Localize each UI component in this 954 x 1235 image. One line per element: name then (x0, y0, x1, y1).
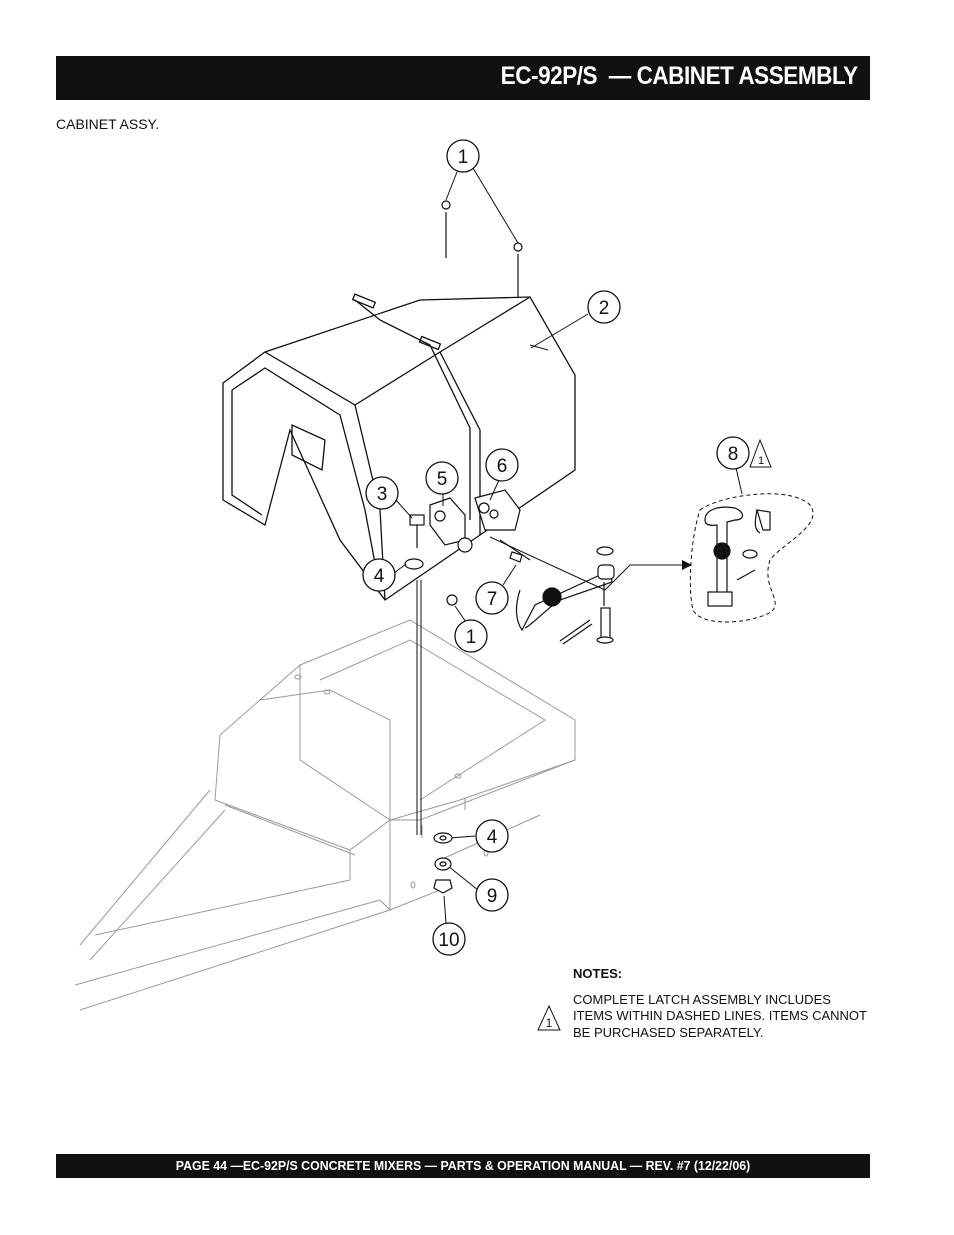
callout-7 (475, 581, 509, 615)
callout-8-triangle (749, 438, 772, 468)
callout-label: 2 (599, 298, 610, 319)
footer-text: PAGE 44 —EC-92P/S CONCRETE MIXERS — PART… (175, 1158, 751, 1173)
footer-bar: PAGE 44 —EC-92P/S CONCRETE MIXERS — PART… (56, 1154, 870, 1178)
cabinet-body (222, 293, 576, 601)
notes-heading: NOTES: (573, 966, 623, 981)
callout-label: 10 (438, 930, 459, 951)
callout-label: 4 (374, 566, 385, 587)
leader-lines (393, 167, 743, 924)
callout-2 (587, 290, 621, 324)
trailer-frame (74, 619, 576, 1011)
callout-label: 7 (487, 589, 498, 610)
bottom-hardware (433, 832, 453, 894)
callout-label: 8 (728, 444, 739, 465)
callout-10 (432, 922, 466, 956)
top-bolts (441, 200, 523, 298)
callout-9 (475, 878, 509, 912)
callout-label: 4 (487, 827, 498, 848)
callout-label: 1 (458, 147, 469, 168)
callout-8 (716, 436, 750, 470)
latch-kit (689, 493, 814, 623)
callout-label: 6 (497, 456, 508, 477)
callout-5 (425, 461, 459, 495)
callout-1-bottom (454, 619, 488, 653)
header-bar: EC-92P/S — CABINET ASSEMBLY (56, 56, 870, 100)
callout-label: 1 (758, 455, 764, 467)
callout-labels: 1 2 3 5 6 4 7 1 8 1 4 9 10 (374, 147, 764, 951)
notes-block: NOTES: COMPLETE LATCH ASSEMBLY INCLUDES … (573, 966, 873, 1041)
callout-label: 9 (487, 886, 498, 907)
notes-text: COMPLETE LATCH ASSEMBLY INCLUDES ITEMS W… (573, 991, 867, 1040)
note-triangle-label: 1 (546, 1016, 553, 1030)
arrow-head (682, 560, 692, 570)
latch-handle (515, 546, 615, 645)
callout-label: 3 (377, 484, 388, 505)
callout-4-bottom (475, 819, 509, 853)
callout-6 (485, 448, 519, 482)
callouts (362, 139, 772, 956)
callout-1-top (446, 139, 480, 173)
note-warning-triangle: 1 (537, 1004, 561, 1031)
hinge-hardware (404, 489, 531, 606)
page-title: EC-92P/S — CABINET ASSEMBLY (500, 62, 859, 90)
section-subtitle: CABINET ASSY. (56, 116, 159, 132)
callout-label: 5 (437, 469, 448, 490)
callout-4-top (362, 558, 396, 592)
callout-3 (365, 476, 399, 510)
callout-label: 1 (466, 627, 477, 648)
